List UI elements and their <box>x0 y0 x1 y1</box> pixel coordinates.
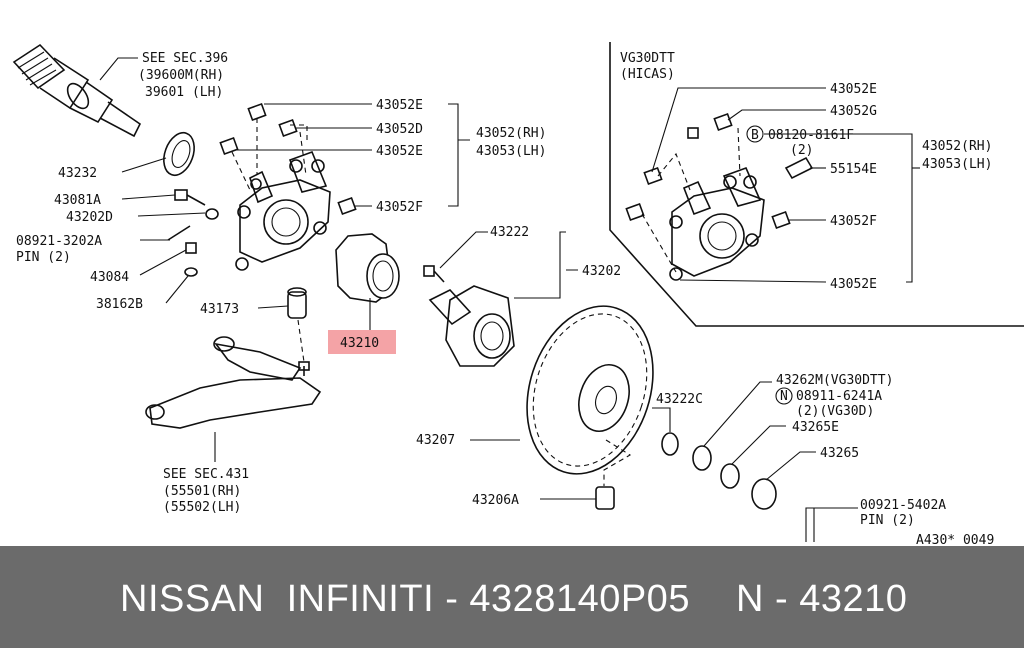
label-pin2-right: PIN (2) <box>860 513 915 528</box>
brake-disc-drawing <box>526 305 654 510</box>
hub-drawing <box>423 265 515 367</box>
label-43222c: 43222C <box>656 392 703 407</box>
label-r-43052e-bottom: 43052E <box>830 277 877 292</box>
label-see-sec-396: SEE SEC.396 <box>142 51 228 66</box>
label-43052-rh: 43052(RH) <box>476 126 546 141</box>
drive-shaft-drawing <box>12 43 142 138</box>
label-n-symbol: N <box>780 389 788 404</box>
label-r-55154e: 55154E <box>830 162 877 177</box>
label-r-43052-rh: 43052(RH) <box>922 139 992 154</box>
label-43202d: 43202D <box>66 210 113 225</box>
knuckle-right-drawing <box>625 112 814 281</box>
label-43052f: 43052F <box>376 200 423 215</box>
lower-arm-drawing <box>145 319 322 429</box>
label-43052e-2: 43052E <box>376 144 423 159</box>
label-55502: (55502(LH) <box>163 500 241 515</box>
label-43052d: 43052D <box>376 122 423 137</box>
label-43265e: 43265E <box>792 420 839 435</box>
banner-diagram-ref: N - 43210 <box>736 578 908 620</box>
label-43265: 43265 <box>820 446 859 461</box>
label-r-2: (2) <box>790 143 813 158</box>
label-r-43053-lh: 43053(LH) <box>922 157 992 172</box>
label-43202: 43202 <box>582 264 621 279</box>
hicas-panel-border <box>609 42 1024 327</box>
label-39600m: (39600M(RH) <box>138 68 224 83</box>
label-r-43052f: 43052F <box>830 214 877 229</box>
label-vg30dtt: VG30DTT <box>620 51 675 66</box>
label-43262m: 43262M(VG30DTT) <box>776 373 893 388</box>
label-43210: 43210 <box>340 336 379 351</box>
label-43222: 43222 <box>490 225 529 240</box>
nuts-left-drawing <box>219 102 357 216</box>
label-08921-3202a: 08921-3202A <box>16 234 102 249</box>
label-38162b: 38162B <box>96 297 143 312</box>
label-43081a: 43081A <box>54 193 101 208</box>
oil-seal-drawing <box>163 131 195 177</box>
label-43053-lh: 43053(LH) <box>476 144 546 159</box>
label-39601: 39601 (LH) <box>145 85 223 100</box>
banner-brand-part-number: NISSAN INFINITI - 4328140P05 <box>120 578 690 620</box>
label-43084: 43084 <box>90 270 129 285</box>
label-00921-5402a: 00921-5402A <box>860 498 946 513</box>
label-55501: (55501(RH) <box>163 484 241 499</box>
label-pin2-left: PIN (2) <box>16 250 71 265</box>
leader-lines <box>99 57 920 509</box>
knuckle-left-drawing <box>235 150 331 271</box>
bushing-drawing <box>287 287 307 319</box>
label-43207: 43207 <box>416 433 455 448</box>
label-r-43052g: 43052G <box>830 104 877 119</box>
highlight-box-43210 <box>328 330 396 354</box>
bolt-washer-drawing <box>167 189 219 277</box>
label-08911-6241a: 08911-6241A <box>796 389 882 404</box>
label-diagram-code: A430* 0049 <box>916 533 994 546</box>
label-r-43052e-top: 43052E <box>830 82 877 97</box>
label-2-vg30d: (2)(VG30D) <box>796 404 874 419</box>
label-43232: 43232 <box>58 166 97 181</box>
exploded-parts-diagram: SEE SEC.396 (39600M(RH) 39601 (LH) 43232… <box>12 42 1024 546</box>
label-43206a: 43206A <box>472 493 519 508</box>
label-see-sec-431: SEE SEC.431 <box>163 467 249 482</box>
label-r-08120: 08120-8161F <box>768 128 854 143</box>
b-symbol-circle <box>746 125 764 143</box>
part-number-banner: NISSAN INFINITI - 4328140P05 N - 43210 <box>0 546 1024 648</box>
label-hicas: (HICAS) <box>620 67 675 82</box>
wheel-bearing-drawing <box>335 233 400 303</box>
label-43052e-1: 43052E <box>376 98 423 113</box>
nuts-right-bottom-drawing <box>661 432 815 542</box>
label-43173: 43173 <box>200 302 239 317</box>
n-symbol-circle <box>775 387 793 405</box>
label-b-symbol: B <box>751 128 759 143</box>
